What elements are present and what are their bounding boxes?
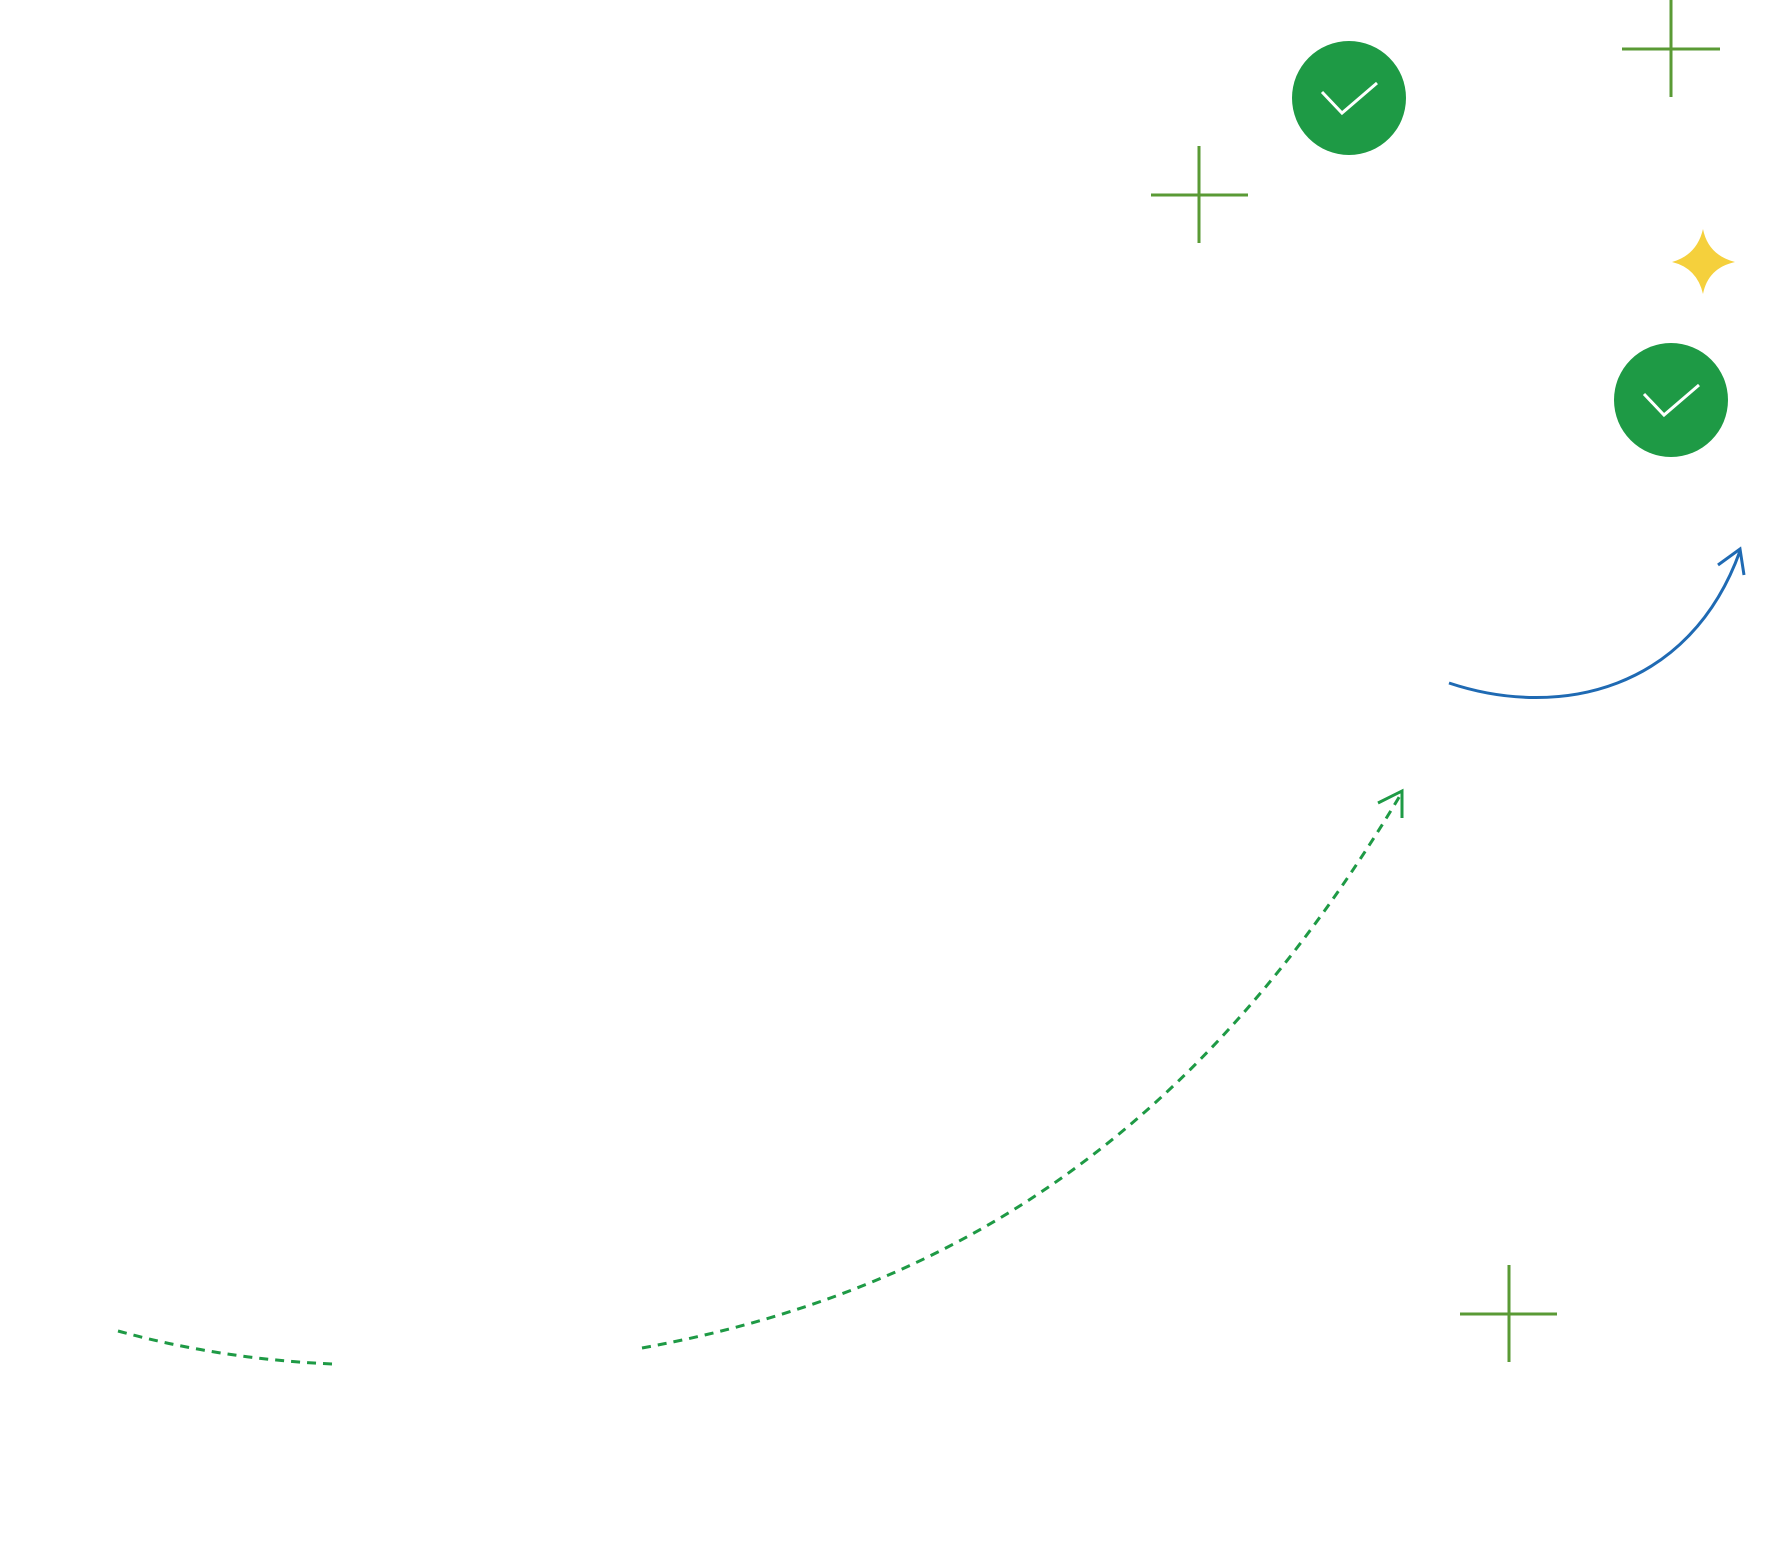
sparkle-icon <box>1672 229 1735 294</box>
dashed-curved-arrow-icon <box>117 788 1404 1366</box>
check-circle-icon <box>1292 41 1406 155</box>
check-circle-icon <box>1614 343 1728 457</box>
plus-sign-icon <box>1460 1265 1557 1362</box>
curved-arrow-icon <box>1448 546 1746 700</box>
plus-sign-icon <box>1151 146 1248 243</box>
plus-sign-icon <box>1622 0 1720 97</box>
